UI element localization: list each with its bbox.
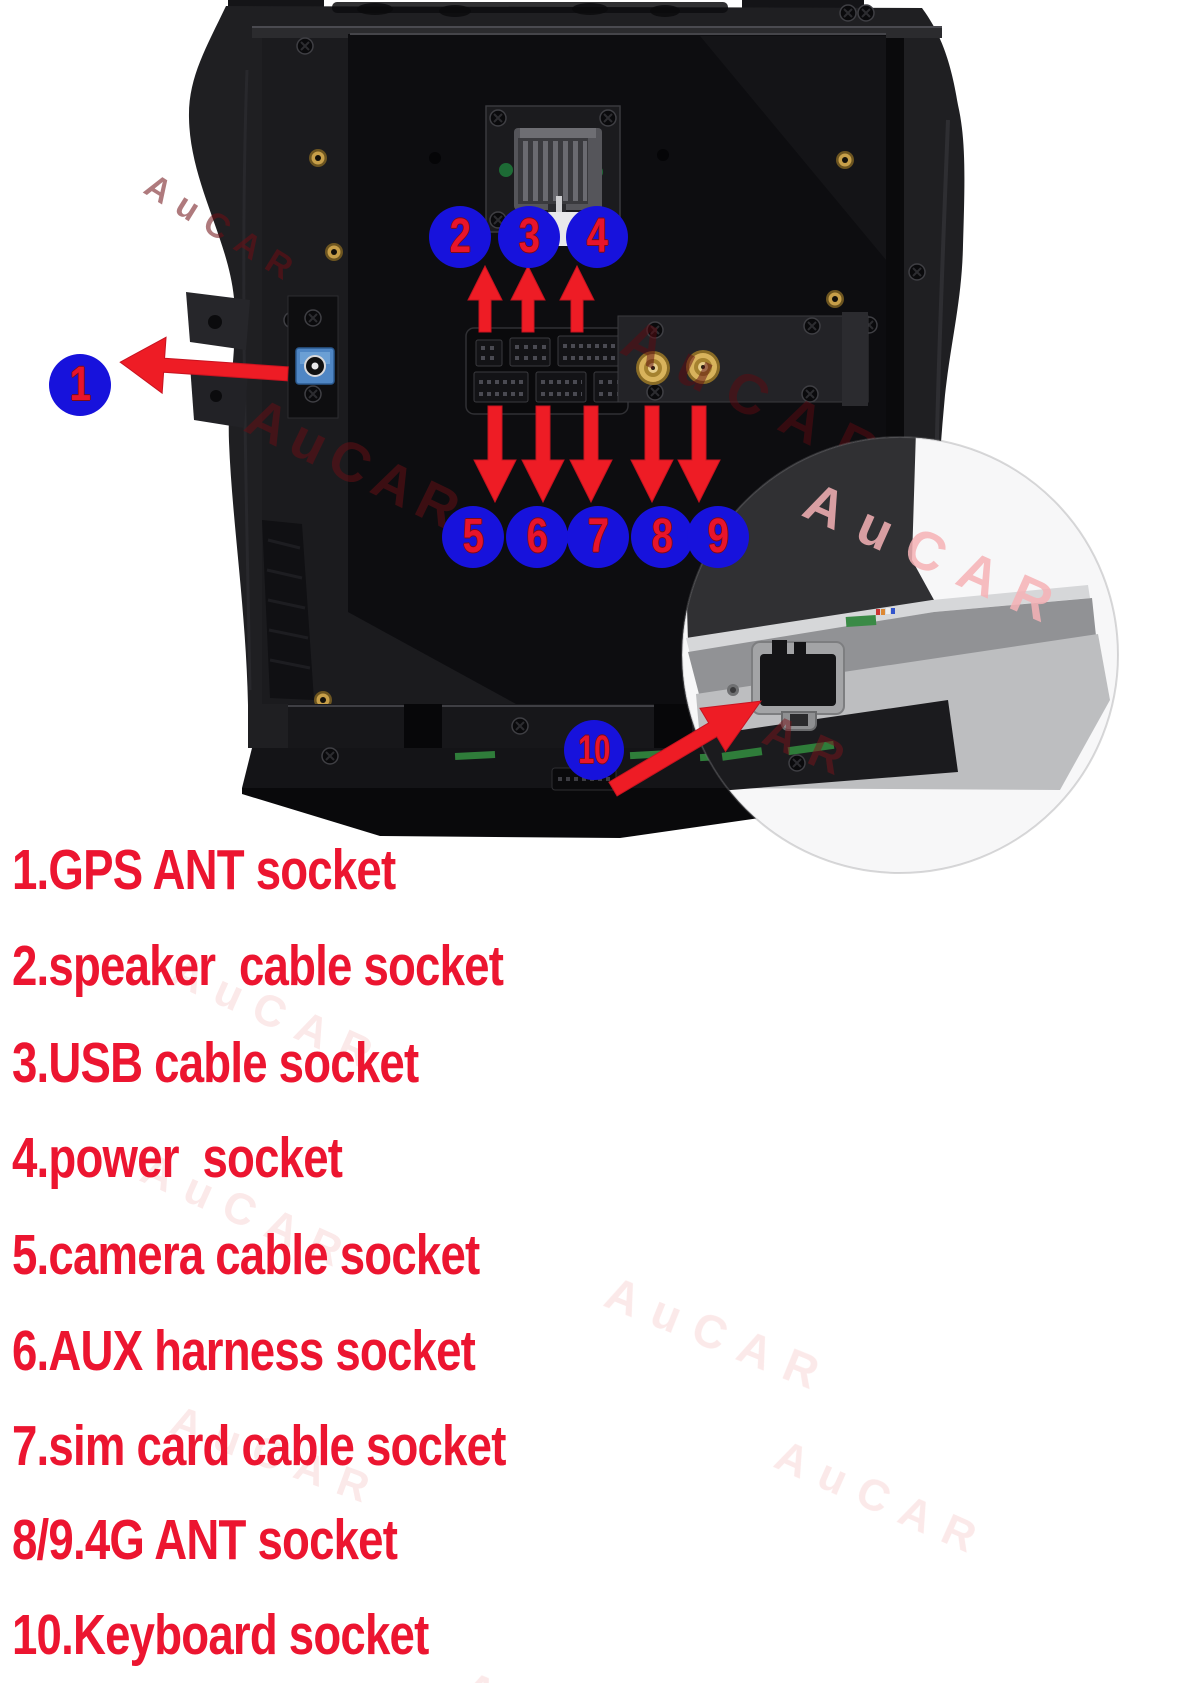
- callout-3: 3: [498, 206, 560, 268]
- legend-item-6: 6.AUX harness socket: [12, 1319, 476, 1383]
- callout-9-label: 9: [707, 510, 729, 563]
- arrow-7-icon: [569, 405, 613, 504]
- legend-item-9: 10.Keyboard socket: [12, 1603, 429, 1667]
- arrow-2-icon: [467, 264, 503, 333]
- arrow-4-icon: [559, 264, 595, 333]
- arrow-8-icon: [630, 405, 674, 504]
- callout-8: 8: [631, 506, 693, 568]
- arrow-1-icon: [119, 336, 289, 395]
- white-cable-wire: [556, 196, 562, 214]
- 4g-ant-bracket: [617, 312, 869, 406]
- callout-2: 2: [429, 206, 491, 268]
- gps-ant-socket: [287, 295, 339, 419]
- pcb-hole-green-left: [499, 163, 513, 177]
- arrow-5-icon: [473, 405, 517, 504]
- arrow-10-icon: [608, 700, 762, 797]
- callout-8-label: 8: [651, 510, 673, 563]
- callout-arrows: [119, 264, 762, 797]
- inset-magnifier: AR: [681, 436, 1119, 874]
- callout-1: 1: [49, 354, 111, 416]
- legend-item-8: 8/9.4G ANT socket: [12, 1508, 398, 1572]
- legend-item-4: 4.power socket: [12, 1126, 343, 1190]
- arrow-9-icon: [677, 405, 721, 504]
- callout-7: 7: [567, 506, 629, 568]
- callout-1-label: 1: [69, 358, 91, 411]
- callout-5-label: 5: [462, 510, 484, 563]
- callout-7-label: 7: [587, 510, 609, 563]
- harness-connector-block: [465, 327, 629, 415]
- legend-item-2: 2.speaker cable socket: [12, 934, 504, 998]
- arrow-6-icon: [521, 405, 565, 504]
- callout-4: 4: [566, 206, 628, 268]
- legend-item-7: 7.sim card cable socket: [12, 1414, 506, 1478]
- callout-6: 6: [506, 506, 568, 568]
- callout-9: 9: [687, 506, 749, 568]
- legend-item-3: 3.USB cable socket: [12, 1031, 419, 1095]
- callout-5: 5: [442, 506, 504, 568]
- callout-4-label: 4: [586, 210, 608, 263]
- watermark-light-5: AuCAR: [768, 1430, 997, 1568]
- callout-6-label: 6: [526, 510, 548, 563]
- watermark-light-6: AuCAR: [454, 1661, 697, 1683]
- callout-10: 10: [564, 720, 624, 780]
- callout-2-label: 2: [449, 210, 471, 263]
- legend-item-1: 1.GPS ANT socket: [12, 838, 396, 902]
- callout-3-label: 3: [518, 210, 540, 263]
- watermark-light-3: AuCAR: [598, 1266, 841, 1404]
- arrow-3-icon: [510, 264, 546, 333]
- legend-item-5: 5.camera cable socket: [12, 1223, 480, 1287]
- ribbon-cable: [262, 520, 314, 700]
- callout-10-label: 10: [577, 728, 611, 772]
